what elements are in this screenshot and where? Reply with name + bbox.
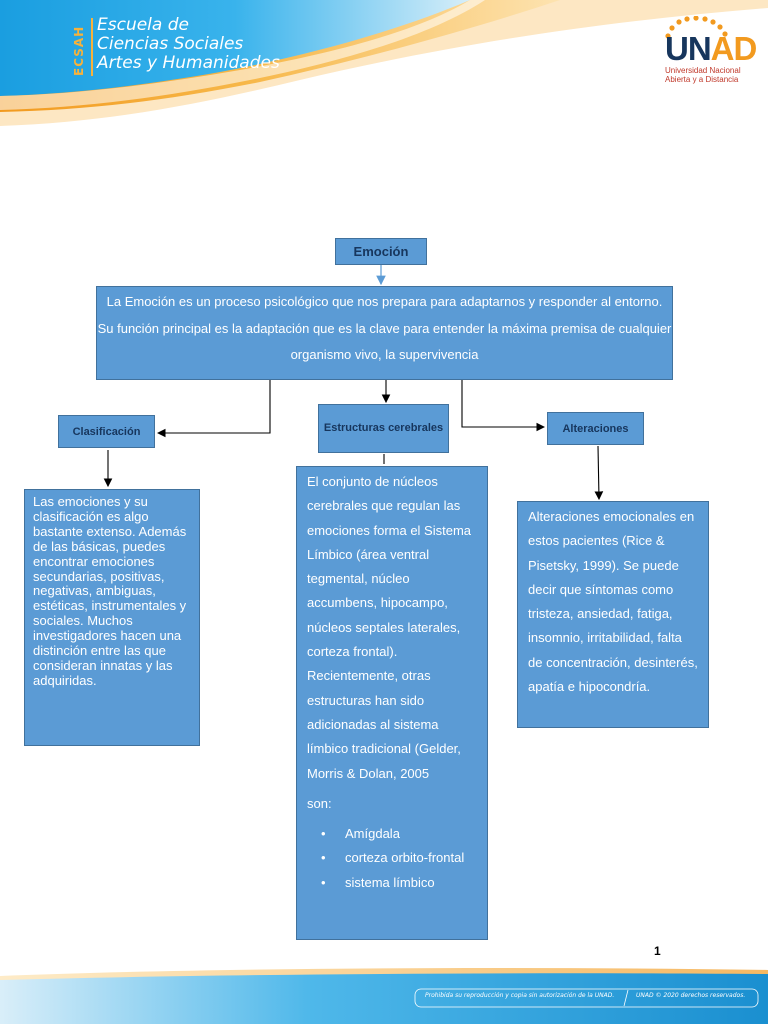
connector-to-clasificacion: [156, 380, 271, 438]
branch-alteraciones: Alteraciones: [547, 412, 644, 445]
list-item-label: Amígdala: [345, 826, 400, 842]
footer-notice: Prohibida su reproducción y copia sin au…: [425, 992, 615, 999]
alteraciones-description: Alteraciones emocionales en estos pacien…: [517, 501, 709, 728]
unad-logo-subtitle: Universidad Nacional Abierta y a Distanc…: [665, 66, 741, 84]
list-item-label: sistema límbico: [345, 874, 435, 890]
footer-banner: [0, 968, 768, 1024]
logo-word-accent: AD: [710, 30, 758, 67]
unad-logo-dots-icon: [665, 16, 728, 39]
diagram-title: Emoción: [335, 238, 427, 265]
estructuras-description: El conjunto de núcleos cerebrales que re…: [296, 466, 488, 940]
school-name-line: Artes y Humanidades: [97, 53, 280, 73]
school-name-line: Escuela de: [97, 15, 189, 35]
header-divider: [91, 18, 93, 76]
clasificacion-description: Las emociones y su clasificación es algo…: [24, 489, 200, 746]
estructuras-text: El conjunto de núcleos cerebrales que re…: [307, 474, 472, 781]
list-item: •sistema límbico: [321, 874, 435, 890]
list-item-label: corteza orbito-frontal: [345, 850, 465, 866]
logo-subtitle-line: Universidad Nacional: [665, 66, 741, 75]
header-banner: [0, 0, 768, 126]
connector-to-alteraciones: [461, 380, 546, 432]
branch-clasificacion: Clasificación: [58, 415, 155, 448]
branch-label: Alteraciones: [562, 422, 629, 435]
logo-subtitle-line: Abierta y a Distancia: [665, 75, 739, 84]
connector-alteraciones-text: [594, 445, 604, 501]
unad-logo-text: UNAD: [665, 30, 758, 68]
footer-copyright: UNAD © 2020 derechos reservados.: [636, 992, 746, 999]
list-item: •Amígdala: [321, 826, 400, 842]
list-item: •corteza orbito-frontal: [321, 850, 465, 866]
definition-box: La Emoción es un proceso psicológico que…: [96, 286, 673, 380]
page-number: 1: [654, 944, 661, 958]
school-name: Escuela de Ciencias Sociales Artes y Hum…: [97, 16, 280, 73]
estructuras-list: •Amígdala •corteza orbito-frontal •siste…: [307, 822, 477, 895]
branch-label: Clasificación: [72, 425, 141, 438]
logo-word-main: UN: [665, 30, 712, 67]
school-name-line: Ciencias Sociales: [97, 34, 244, 54]
branch-label: Estructuras cerebrales: [323, 422, 444, 434]
branch-estructuras: Estructuras cerebrales: [318, 404, 449, 453]
estructuras-list-intro: son:: [307, 795, 332, 811]
